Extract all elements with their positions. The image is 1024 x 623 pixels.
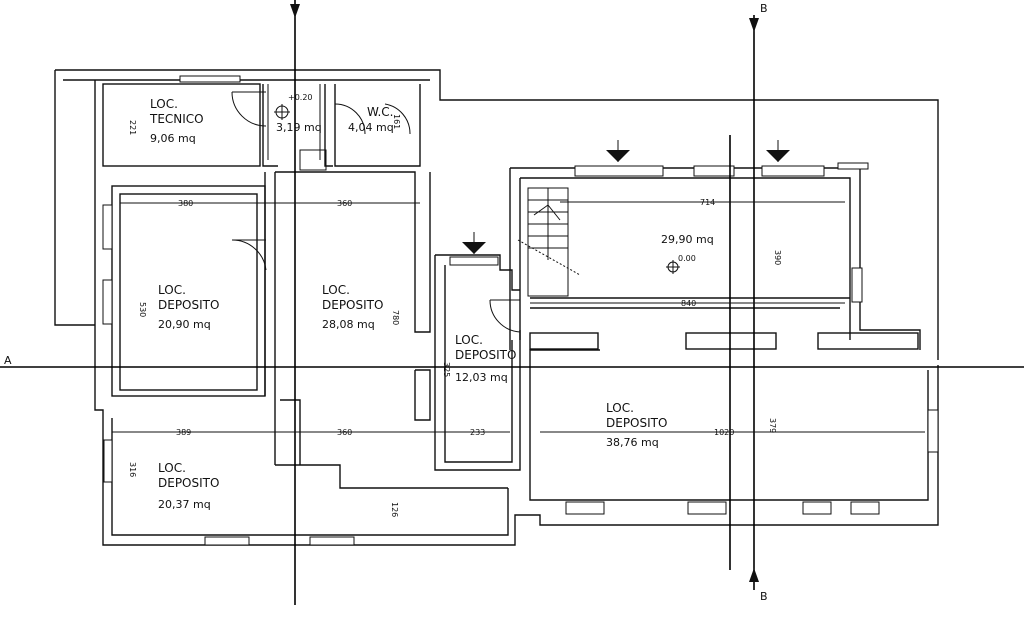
elevation-markers bbox=[274, 104, 790, 274]
windows bbox=[102, 75, 939, 546]
dimension-lines bbox=[112, 201, 925, 433]
section-b-top-label: B bbox=[760, 2, 768, 15]
room-dep4-name2: DEPOSITO bbox=[606, 416, 667, 430]
dim-380: 380 bbox=[178, 199, 193, 208]
dim-316: 316 bbox=[128, 462, 137, 477]
hall-level: +0.20 bbox=[288, 93, 313, 102]
dim-126: 126 bbox=[390, 502, 399, 517]
room-tecnico-name1: LOC. bbox=[150, 97, 178, 111]
dim-389: 389 bbox=[176, 428, 191, 437]
room-dep4-area: 38,76 mq bbox=[606, 436, 659, 449]
section-a-label: A bbox=[4, 354, 12, 367]
dim-780: 780 bbox=[391, 310, 400, 325]
right-rooms-walls bbox=[509, 167, 921, 350]
dim-530: 530 bbox=[138, 302, 147, 317]
room-dep2-name2: DEPOSITO bbox=[322, 298, 383, 312]
dim-714: 714 bbox=[700, 198, 715, 207]
room-dep1-name2: DEPOSITO bbox=[158, 298, 219, 312]
room-big-area: 29,90 mq bbox=[661, 233, 714, 246]
big-level: 0.00 bbox=[678, 254, 696, 263]
room-dep3-name1: LOC. bbox=[455, 333, 483, 347]
dim-390: 390 bbox=[773, 250, 782, 265]
room-dep1-name1: LOC. bbox=[158, 283, 186, 297]
dim-161: 161 bbox=[392, 114, 401, 129]
room-dep5-name2: DEPOSITO bbox=[158, 476, 219, 490]
room-dep3-area: 12,03 mq bbox=[455, 371, 508, 384]
room-tecnico-area: 9,06 mq bbox=[150, 132, 196, 145]
dim-221: 221 bbox=[128, 120, 137, 135]
dim-325: 325 bbox=[442, 362, 451, 377]
room-dep5-name1: LOC. bbox=[158, 461, 186, 475]
dim-233: 233 bbox=[470, 428, 485, 437]
room-hall-area: 3,19 mq bbox=[276, 121, 322, 134]
room-tecnico-name2: TECNICO bbox=[149, 112, 204, 126]
dim-1020: 1020 bbox=[714, 428, 734, 437]
room-wc-name: W.C. bbox=[367, 105, 394, 119]
dim-840: 840 bbox=[681, 299, 696, 308]
room-wc-area: 4,04 mq bbox=[348, 121, 394, 134]
room-dep2-area: 28,08 mq bbox=[322, 318, 375, 331]
section-b-bottom-label: B bbox=[760, 590, 768, 603]
room-dep5-area: 20,37 mq bbox=[158, 498, 211, 511]
room-dep4-name1: LOC. bbox=[606, 401, 634, 415]
room-dep2-name1: LOC. bbox=[322, 283, 350, 297]
dim-360-bottom: 360 bbox=[337, 428, 352, 437]
room-dep1-area: 20,90 mq bbox=[158, 318, 211, 331]
top-rooms-walls bbox=[102, 83, 421, 171]
dim-379: 379 bbox=[768, 418, 777, 433]
room-dep3-name2: DEPOSITO bbox=[455, 348, 516, 362]
dim-360-top: 360 bbox=[337, 199, 352, 208]
mid-room-walls bbox=[434, 254, 521, 471]
